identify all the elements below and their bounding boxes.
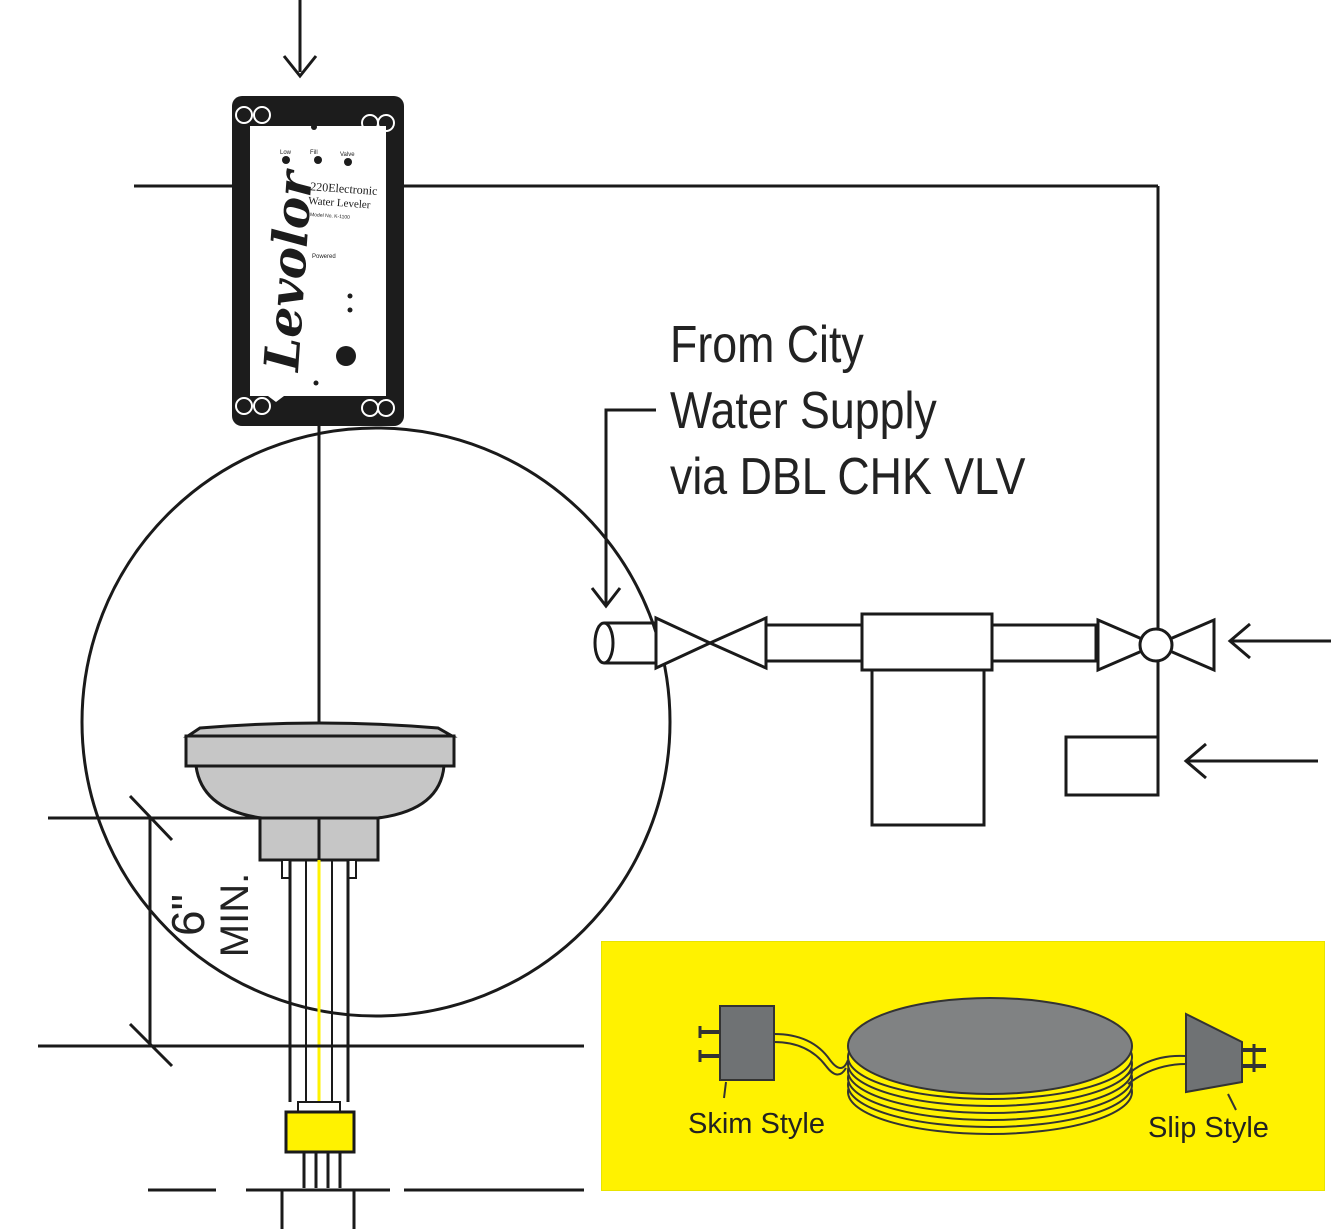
water-supply-line-1: From City [670,316,864,374]
supply-pipe [593,612,1216,827]
cable-connectors-illustration [698,997,1266,1135]
detail-circle [80,426,672,1018]
water-supply-line-3: via DBL CHK VLV [670,448,1026,506]
controller-box: Low Fill Valve -220Electronic Water Leve… [232,96,404,426]
dimension-qualifier: MIN. [213,872,257,958]
inlet-arrow-lower [1183,742,1318,780]
skim-style-plug [698,1005,775,1099]
down-arrow-top [282,0,318,79]
sensor-tube [280,859,357,1229]
indicator-low: Low [280,150,292,156]
status-powered: Powered [312,254,336,260]
model-number: Model No. K-1100 [310,212,350,221]
indicator-valve: Valve [340,152,355,158]
model-line-1: -220Electronic [306,179,378,198]
water-supply-label: From City Water Supply via DBL CHK VLV [670,312,1025,510]
dimension-label: 6" MIN. [162,830,274,1000]
dimension-marker [38,794,584,1068]
connector-styles-inset: Skim Style Slip Style [601,941,1325,1191]
sensor-housing [183,721,458,862]
cable-coil [773,997,1187,1135]
water-supply-line-2: Water Supply [670,382,937,440]
dimension-value: 6" [162,894,214,936]
indicator-fill: Fill [310,150,318,156]
slip-style-plug [1185,1012,1266,1111]
slip-style-label: Slip Style [1148,1112,1269,1144]
model-line-2: Water Leveler [308,195,371,211]
skim-style-label: Skim Style [688,1108,825,1140]
inlet-arrow-upper [1227,622,1331,660]
supply-leader-arrow [590,408,656,609]
